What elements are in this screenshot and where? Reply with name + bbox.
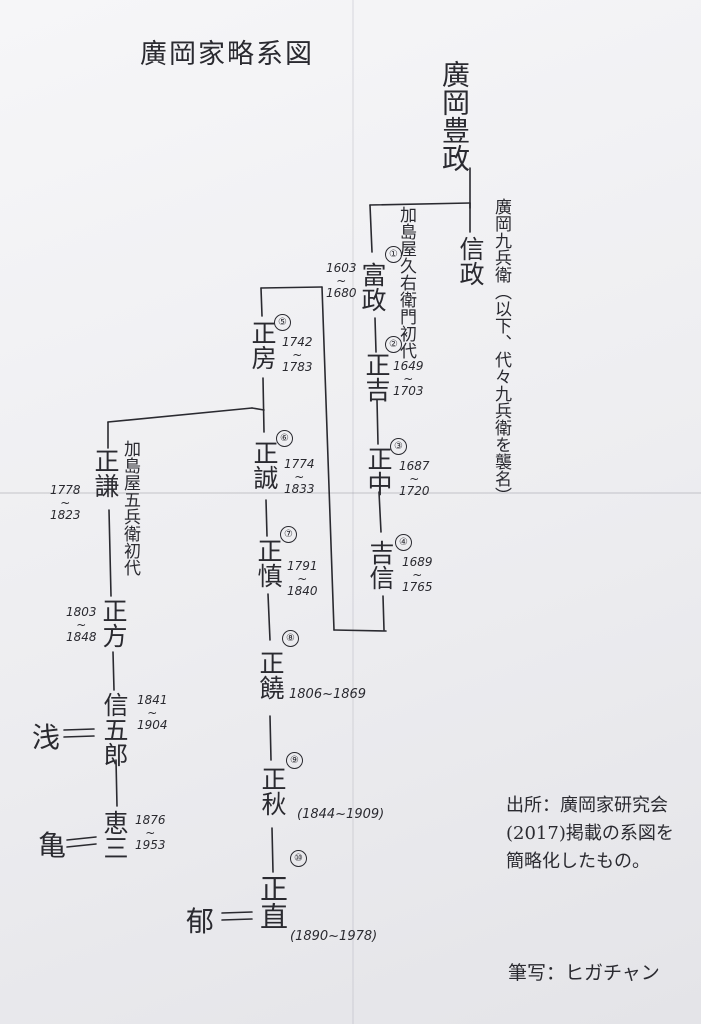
gen1-years: 1603~1680	[326, 261, 357, 301]
spouse-mark-iku-2	[221, 918, 253, 921]
shingoro-spouse: 浅	[32, 721, 61, 754]
keizo-name: 恵三	[100, 810, 129, 860]
gen10-number: ⑩	[290, 850, 307, 867]
line-shingoro-keizo	[115, 759, 118, 807]
gen5-number: ⑤	[274, 314, 291, 331]
gen10-spouse: 郁	[186, 905, 215, 938]
gen3-name: 正中	[364, 446, 393, 496]
gen2-number: ②	[385, 336, 402, 353]
gen7-number: ⑦	[280, 526, 297, 543]
line-gen7-gen8	[267, 593, 271, 641]
gen5-name: 正房	[248, 320, 277, 370]
line-root-bar	[369, 202, 471, 206]
line-gen8-gen9	[269, 715, 272, 761]
line-gen1-gen2	[374, 317, 377, 353]
spouse-mark-asa-1	[63, 728, 95, 731]
shingoro-years: 1841~1904	[137, 693, 168, 733]
gen9-number: ⑨	[286, 752, 303, 769]
keizo-spouse: 亀	[38, 829, 67, 862]
gen6-number: ⑥	[276, 430, 293, 447]
gen7-years: 1791~1840	[287, 559, 318, 599]
gen10-years: (1890~1978)	[290, 929, 378, 944]
gen4-name: 吉信	[366, 540, 395, 590]
gen8-number: ⑧	[282, 630, 299, 647]
gen1-number: ①	[385, 246, 402, 263]
line-gen4-down	[382, 595, 385, 631]
spouse-mark-kame-1	[66, 836, 97, 841]
gen5-years: 1742~1783	[282, 335, 313, 375]
gen8-years: 1806~1869	[289, 687, 367, 702]
line-top-connector	[260, 286, 323, 289]
shingoro-name: 信五郎	[100, 692, 129, 767]
gen9-years: (1844~1909)	[297, 807, 385, 822]
gen2-years: 1649~1703	[393, 359, 424, 399]
source-note: 出所：廣岡家研究会(2017)掲載の系図を簡略化したもの。	[506, 795, 674, 872]
nobumasa-name: 信政	[456, 236, 485, 286]
gen1-name: 富政	[358, 262, 387, 312]
line-masayoshi-masakata	[108, 509, 112, 597]
line-masakata-shingoro	[112, 651, 115, 691]
gen8-name: 正饒	[256, 650, 285, 700]
masayoshi-years: 1778~1823	[50, 483, 81, 523]
root-name: 廣岡豊政	[438, 60, 471, 172]
spouse-mark-kame-2	[66, 843, 97, 848]
line-gen3-gen4	[378, 491, 382, 533]
gen6-name: 正誠	[250, 440, 279, 490]
keizo-years: 1876~1953	[135, 813, 166, 853]
gen3-number: ③	[390, 438, 407, 455]
gen9-name: 正秋	[258, 766, 287, 816]
masayoshi-name: 正謙	[91, 448, 120, 498]
masakata-years: 1803~1848	[66, 605, 97, 645]
gen1-note: 加島屋久右衛門初代	[396, 206, 416, 359]
gen7-name: 正慎	[254, 538, 283, 588]
gen2-name: 正吉	[362, 352, 391, 402]
author-note: 筆写：ヒガチャン	[508, 962, 660, 984]
line-gen9-gen10	[271, 827, 274, 873]
paper-fold-vertical	[352, 0, 354, 1024]
masayoshi-note: 加島屋五兵衛初代	[120, 440, 140, 576]
nobumasa-note: 廣岡九兵衛（以下、代々九兵衛を襲名）	[491, 198, 511, 504]
line-to-gen1	[369, 204, 373, 253]
gen3-years: 1687~1720	[399, 459, 430, 499]
line-bottom-connector	[333, 629, 387, 632]
gen4-number: ④	[395, 534, 412, 551]
paper-fold-horizontal	[0, 492, 701, 494]
spouse-mark-asa-2	[63, 735, 95, 738]
gen4-years: 1689~1765	[402, 555, 433, 595]
line-branch-bar	[107, 407, 253, 423]
masakata-name: 正方	[99, 598, 128, 648]
line-gen5-gen6	[262, 377, 265, 433]
spouse-mark-iku-1	[221, 911, 253, 914]
line-gen2-gen3	[376, 399, 379, 445]
gen10-name: 正直	[256, 874, 289, 930]
gen6-years: 1774~1833	[284, 457, 315, 497]
line-gen6-gen7	[265, 499, 268, 537]
line-branch-right	[251, 407, 265, 411]
line-to-gen5	[260, 287, 263, 317]
diagram-title: 廣岡家略系図	[140, 39, 314, 70]
line-connector-up	[321, 286, 335, 631]
